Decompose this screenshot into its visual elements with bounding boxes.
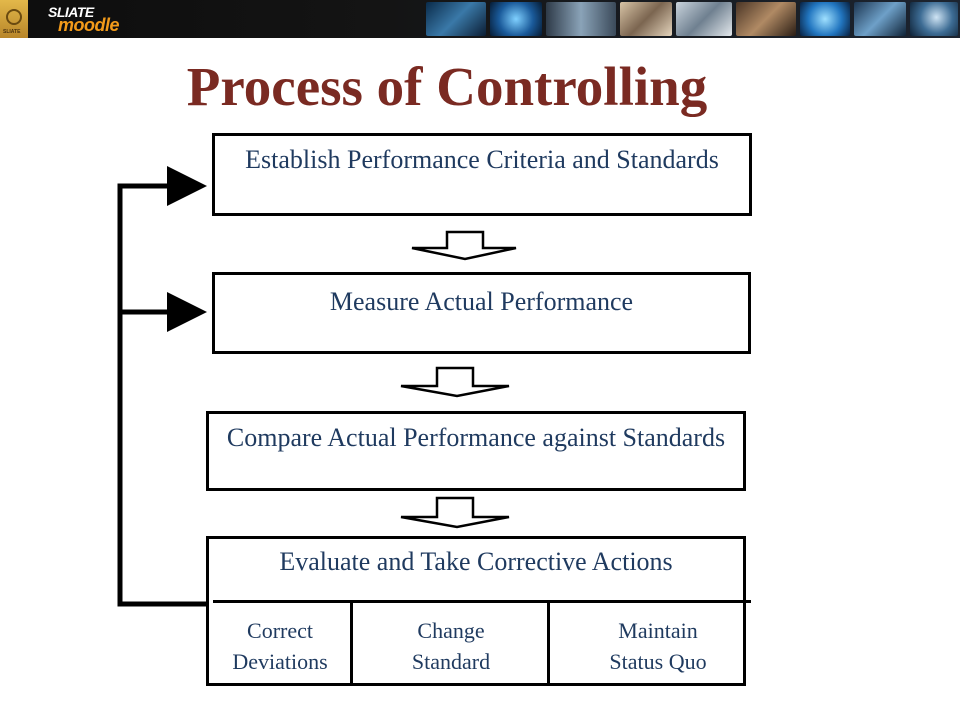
- step-box-corrective-actions: Evaluate and Take Corrective Actions: [206, 536, 746, 686]
- banner-photo-tile: [490, 2, 542, 36]
- actions-divider-2: [547, 602, 550, 684]
- logo-line1: SLIATE: [48, 4, 94, 20]
- banner-photo-tile: [620, 2, 672, 36]
- action-line2: Deviations: [232, 649, 328, 674]
- banner-photo-tile: [676, 2, 732, 36]
- banner-photo-tile: [800, 2, 850, 36]
- banner-photo-tile: [426, 2, 486, 36]
- step-label: Establish Performance Criteria and Stand…: [245, 145, 719, 174]
- page-title: Process of Controlling: [186, 56, 708, 117]
- banner-photo-tile: [736, 2, 796, 36]
- institute-seal-icon: SLIATE: [0, 0, 28, 38]
- step-label: Evaluate and Take Corrective Actions: [279, 547, 673, 576]
- step-label: Compare Actual Performance against Stand…: [226, 423, 726, 452]
- logo-line2: moodle: [58, 15, 120, 35]
- action-line2: Status Quo: [609, 649, 707, 674]
- header-banner: SLIATE SLIATE moodle: [0, 0, 960, 38]
- action-line2: Standard: [411, 649, 491, 674]
- action-line1: Maintain: [618, 618, 698, 643]
- action-change-standard: Change Standard: [356, 615, 546, 677]
- step-box-establish-standards: Establish Performance Criteria and Stand…: [212, 133, 752, 216]
- down-arrow-1: [411, 230, 517, 261]
- actions-top-divider: [213, 600, 751, 603]
- feedback-loop: [117, 166, 210, 607]
- banner-photo-tile: [910, 2, 958, 36]
- step-box-compare-performance: Compare Actual Performance against Stand…: [206, 411, 746, 491]
- banner-photo-tile: [546, 2, 616, 36]
- sliate-moodle-logo: SLIATE moodle: [42, 2, 134, 36]
- step-label: Measure Actual Performance: [329, 287, 634, 316]
- down-arrow-2: [400, 366, 510, 398]
- banner-photo-tile: [854, 2, 906, 36]
- action-line1: Correct: [247, 618, 313, 643]
- actions-divider-1: [350, 602, 353, 684]
- action-correct-deviations: Correct Deviations: [212, 615, 348, 677]
- seal-caption: SLIATE: [3, 29, 21, 35]
- action-maintain-status-quo: Maintain Status Quo: [570, 615, 746, 677]
- down-arrow-3: [400, 496, 510, 529]
- step-box-measure-performance: Measure Actual Performance: [212, 272, 751, 354]
- action-line1: Change: [417, 618, 485, 643]
